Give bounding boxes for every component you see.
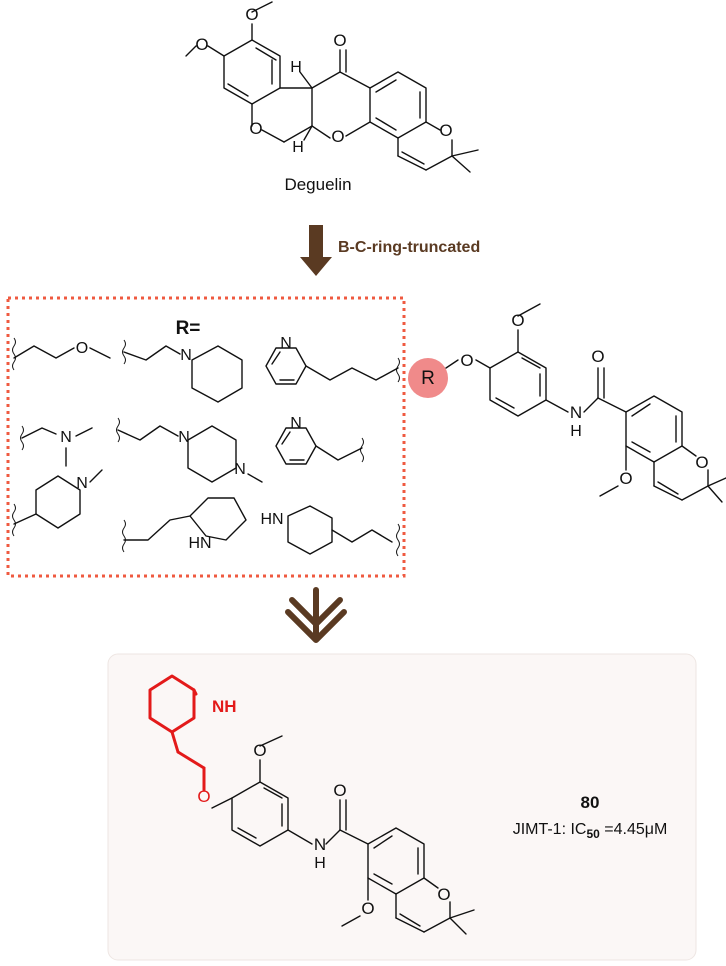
r6-n: N xyxy=(290,415,302,432)
core-h-amide: H xyxy=(570,423,582,440)
deguelin-structure xyxy=(185,1,479,173)
r-group-methylpiperazinylethyl: N N xyxy=(116,417,263,483)
core-o-pyran: O xyxy=(695,453,708,472)
core-o-methoxy: O xyxy=(511,311,524,330)
deguelin-h-bottom: H xyxy=(292,139,304,156)
c80-o-ether: O xyxy=(197,787,210,806)
activity-value: =4.45μM xyxy=(600,821,667,838)
selection-arrow xyxy=(285,587,347,643)
r-group-dimethylaminoethyl: N xyxy=(20,425,93,467)
r-group-pyridinylpropyl: N xyxy=(265,335,400,385)
r4-n: N xyxy=(60,429,72,446)
r-circle xyxy=(408,358,448,398)
deguelin-o-pyran: O xyxy=(439,121,452,140)
compound-80-atom-labels: O O O N H O O xyxy=(197,741,450,918)
r2-n: N xyxy=(180,347,192,364)
r-group-pyridinylethyl: N xyxy=(275,415,364,465)
deguelin-atom-labels: O O O O O O H H xyxy=(195,5,452,156)
result-panel xyxy=(107,653,697,961)
compound-80-highlight xyxy=(148,674,206,792)
activity-subscript: 50 xyxy=(586,827,600,841)
r7-n: N xyxy=(76,475,88,492)
deguelin-o-ring-c: O xyxy=(331,127,344,146)
core-o-carbonyl: O xyxy=(591,347,604,366)
c80-o-methoxy: O xyxy=(253,741,266,760)
r5-n-2: N xyxy=(234,461,246,478)
r8-nh: HN xyxy=(188,535,211,552)
deguelin-h-top: H xyxy=(290,59,302,76)
c80-o-pyran: O xyxy=(437,885,450,904)
deguelin-o-methoxy-1: O xyxy=(245,5,258,24)
r-group-piperidinylethyl: N xyxy=(122,339,243,403)
r-group-box xyxy=(6,296,406,578)
r-group-piperidinylpropyl: HN xyxy=(260,505,400,557)
r-symbol: R xyxy=(421,368,435,389)
r-group-piperidinylethyl-2: HN xyxy=(122,497,247,553)
c80-n-amide: N xyxy=(314,835,326,854)
core-n-amide: N xyxy=(570,403,582,422)
c80-o-carbonyl: O xyxy=(333,781,346,800)
compound-id: 80 xyxy=(581,793,600,812)
activity-label: JIMT-1: IC50 =4.45μM xyxy=(513,821,668,841)
c80-o-methoxy-2: O xyxy=(361,899,374,918)
r-group-methoxyethyl: O xyxy=(12,337,111,371)
r5-n-1: N xyxy=(178,429,190,446)
activity-prefix: JIMT-1: IC xyxy=(513,821,587,838)
compound-80-nh: NH xyxy=(212,697,237,716)
core-scaffold-structure xyxy=(445,303,726,503)
core-o-ether: O xyxy=(460,351,473,370)
core-atom-labels: O O O N H O O xyxy=(460,311,708,488)
truncation-arrow xyxy=(300,225,332,276)
core-o-methoxy-2: O xyxy=(619,469,632,488)
r-group-header: R= xyxy=(176,318,201,339)
deguelin-o-carbonyl: O xyxy=(333,31,346,50)
r-group-methylpiperidinyl: N xyxy=(12,469,103,537)
r1-o: O xyxy=(76,340,88,357)
step-label: B-C-ring-truncated xyxy=(338,239,480,256)
r3-n: N xyxy=(280,335,292,352)
deguelin-o-methoxy-2: O xyxy=(195,35,208,54)
deguelin-o-ring-b: O xyxy=(249,119,262,138)
compound-80-structure xyxy=(211,735,475,935)
c80-h-amide: H xyxy=(314,855,326,872)
r9-nh: HN xyxy=(260,511,283,528)
deguelin-name-label: Deguelin xyxy=(284,175,351,194)
